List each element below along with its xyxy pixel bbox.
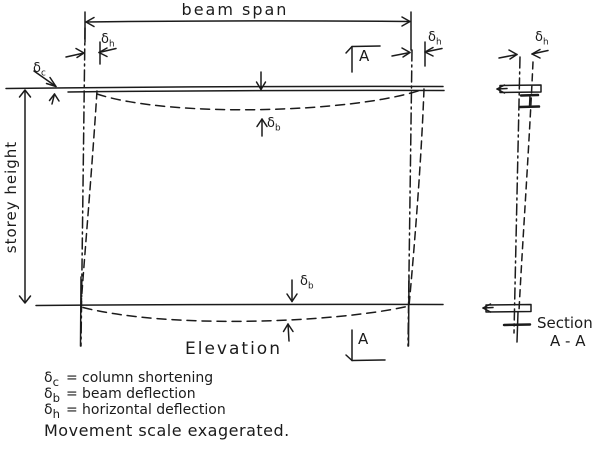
delta-c-label: δc	[33, 62, 46, 78]
left-column	[79, 27, 101, 347]
equals-sign: =	[66, 402, 78, 418]
legend-item-column-shortening: δc = column shortening	[44, 370, 226, 389]
storey-height-label: storey height	[2, 140, 20, 254]
top-beam-deflection-curve	[96, 89, 422, 111]
equals-sign: =	[66, 370, 78, 386]
section-marker-a-bottom-label: A	[358, 330, 369, 348]
delta-h-left-dimension	[65, 47, 117, 59]
section-top-slab-and-beam	[496, 84, 542, 109]
storey-height-dimension	[18, 89, 32, 304]
delta-symbol: δ	[300, 274, 308, 289]
right-column	[407, 41, 426, 347]
delta-subscript: h	[542, 37, 549, 48]
delta-symbol: δ	[267, 116, 275, 131]
delta-b-symbol: δb	[44, 386, 60, 405]
delta-c-arrows	[33, 70, 60, 105]
bottom-beam	[35, 303, 444, 307]
delta-h-symbol: δh	[44, 402, 60, 421]
beam-span-dimension	[84, 11, 412, 51]
legend-item-beam-deflection: δb = beam deflection	[44, 386, 226, 405]
delta-subscript: b	[307, 281, 314, 292]
section-marker-a-top-label: A	[359, 47, 370, 65]
legend-text: column shortening	[82, 370, 214, 386]
legend-item-horizontal-deflection: δh = horizontal deflection	[44, 402, 226, 421]
section-view	[482, 48, 549, 343]
delta-b-label-bottom: δb	[300, 275, 314, 291]
delta-b-bottom-arrows	[282, 279, 298, 342]
legend: δc = column shortening δb = beam deflect…	[44, 370, 226, 421]
delta-h-label-right: δh	[428, 31, 442, 47]
elevation-title: Elevation	[185, 339, 282, 359]
delta-h-label-left: δh	[101, 33, 115, 49]
delta-c-symbol: δc	[44, 370, 59, 389]
section-title-line2: A - A	[550, 332, 586, 350]
legend-text: horizontal deflection	[82, 402, 226, 418]
legend-text: beam deflection	[82, 386, 196, 402]
delta-symbol: δ	[33, 61, 41, 76]
delta-subscript: b	[274, 123, 281, 134]
delta-b-top-arrows	[255, 71, 268, 137]
section-bottom-slab-and-beam	[482, 303, 532, 343]
delta-h-label-section: δh	[535, 31, 549, 47]
section-title-line1: Section	[537, 314, 593, 332]
delta-symbol: δ	[535, 30, 543, 45]
delta-h-right-dimension	[391, 46, 443, 58]
delta-symbol: δ	[101, 32, 109, 47]
delta-symbol: δ	[428, 30, 436, 45]
bottom-beam-deflection-curve	[82, 305, 408, 323]
movement-scale-note: Movement scale exagerated.	[44, 421, 290, 440]
delta-subscript: h	[108, 39, 115, 50]
delta-b-label-top: δb	[267, 117, 281, 133]
section-cut-marker-bottom	[345, 329, 386, 362]
top-beam	[5, 85, 445, 93]
delta-subscript: c	[40, 68, 46, 79]
beam-span-label: beam span	[181, 0, 289, 19]
section-centerlines	[513, 56, 534, 334]
equals-sign: =	[66, 386, 78, 402]
delta-h-section-dimension	[498, 48, 549, 60]
section-cut-marker-top	[345, 45, 381, 73]
delta-subscript: h	[435, 37, 442, 48]
